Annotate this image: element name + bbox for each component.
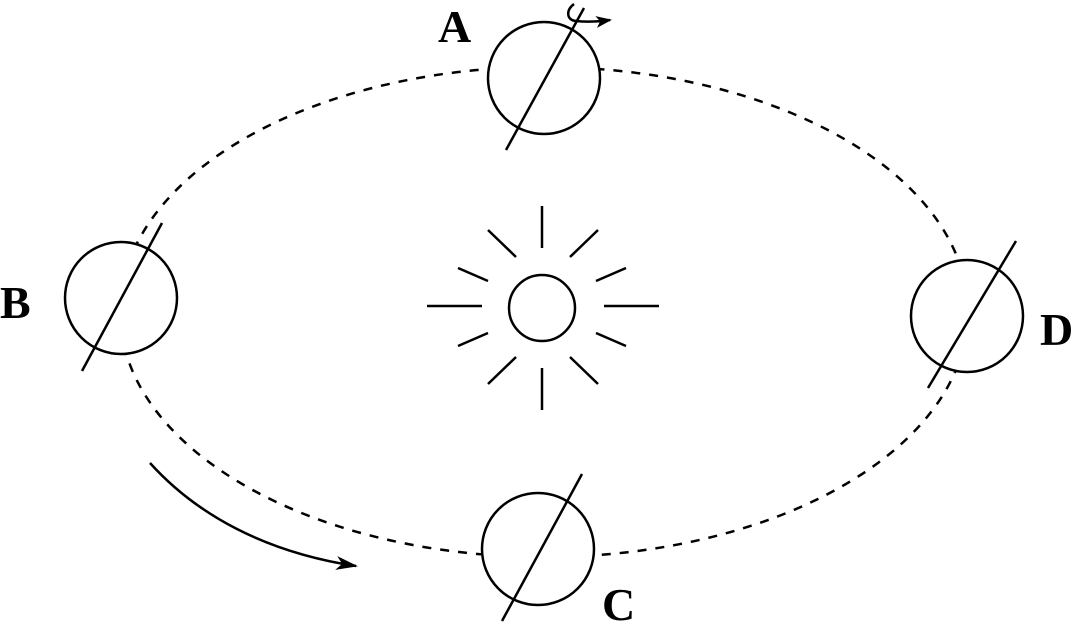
earth-position-d — [909, 240, 1025, 389]
rotation-arrow-icon — [567, 3, 612, 28]
revolution-arrow-icon — [149, 462, 358, 570]
sun-icon — [427, 206, 659, 410]
orbit-path — [118, 65, 970, 559]
earth-position-b — [63, 222, 179, 372]
label-c: C — [602, 579, 635, 624]
earth-position-a — [486, 7, 602, 151]
label-d: D — [1040, 304, 1073, 355]
label-a: A — [438, 1, 471, 52]
label-b: B — [0, 277, 31, 328]
earth-position-c — [480, 473, 596, 622]
